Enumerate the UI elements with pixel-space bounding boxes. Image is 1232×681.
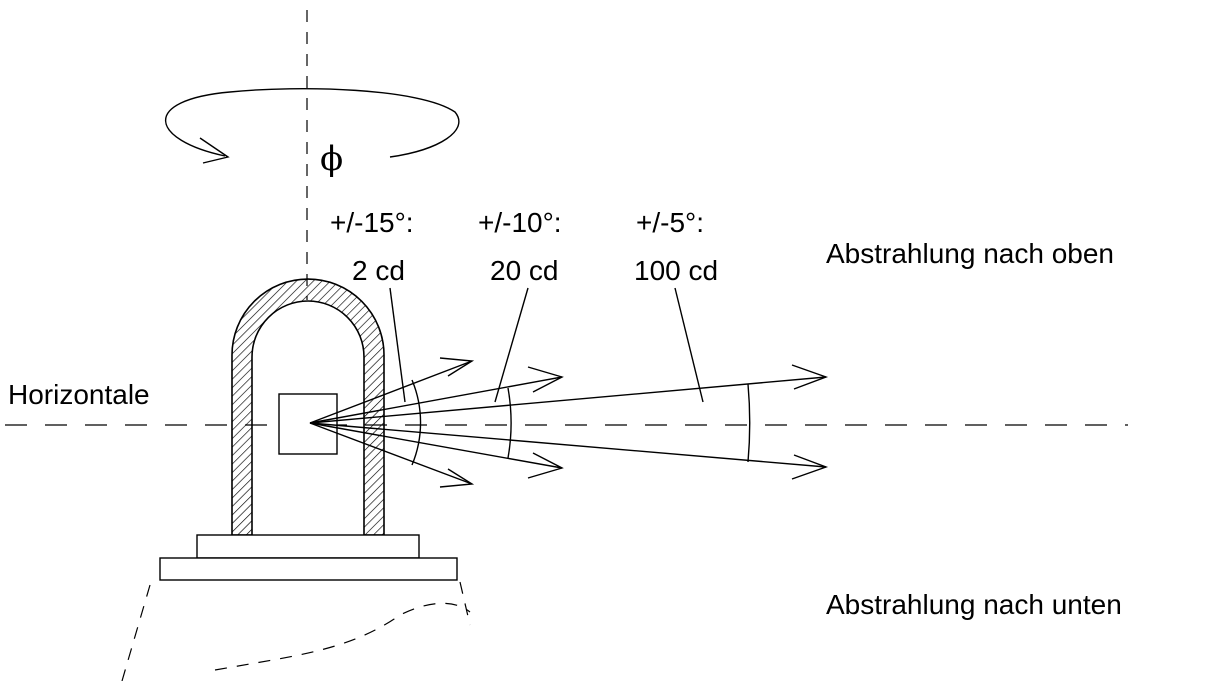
beam-5 xyxy=(309,364,829,480)
ground-line xyxy=(214,602,471,671)
beam-10-intensity: 20 cd xyxy=(490,255,559,286)
base-plate-upper xyxy=(196,534,420,559)
beam-10-angle: +/-10°: xyxy=(478,207,562,238)
beam-5-angle: +/-5°: xyxy=(636,207,704,238)
beam-15-intensity: 2 cd xyxy=(352,255,405,286)
leader-5 xyxy=(674,287,704,403)
beam-10 xyxy=(309,366,564,479)
rotation-arrowhead xyxy=(199,137,230,164)
base-plate-lower xyxy=(159,557,458,581)
phi-symbol: ϕ xyxy=(320,139,343,179)
lamp-housing xyxy=(231,278,385,536)
support-right xyxy=(459,581,471,626)
beam-15-angle: +/-15°: xyxy=(330,207,414,238)
leader-10 xyxy=(494,287,529,403)
horizontal-label: Horizontale xyxy=(8,379,150,410)
beam-5-intensity: 100 cd xyxy=(634,255,718,286)
beam-15 xyxy=(309,357,475,488)
rotation-arrow xyxy=(165,88,460,158)
downward-label: Abstrahlung nach unten xyxy=(826,589,1122,620)
support-left xyxy=(121,584,151,681)
leader-15 xyxy=(389,287,406,403)
upward-label: Abstrahlung nach oben xyxy=(826,238,1114,269)
